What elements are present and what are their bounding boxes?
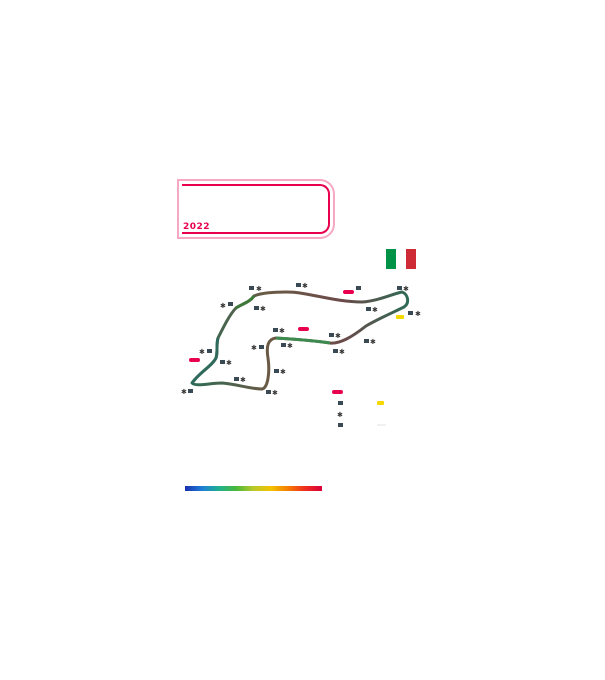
drs-zone-icon — [189, 358, 200, 362]
title-frame — [182, 184, 330, 234]
gear-icon: ✱ — [272, 389, 278, 397]
speed-trap-icon — [396, 315, 404, 319]
gear-icon: ✱ — [287, 342, 293, 350]
legend-speed-trap-icon — [377, 401, 384, 405]
corner-marker-icon — [234, 377, 239, 381]
corner-marker-icon — [274, 369, 279, 373]
corner-marker-icon — [397, 286, 402, 290]
legend-drs-icon — [332, 390, 343, 394]
track-sector-fast — [275, 336, 331, 345]
gear-icon: ✱ — [280, 368, 286, 376]
track-sector-fast — [190, 337, 220, 384]
corner-marker-icon — [249, 286, 254, 290]
flag-stripe-white — [396, 249, 406, 269]
gear-markers: ✱ ✱ ✱ ✱ ✱ ✱ ✱ ✱ ✱ ✱ ✱ ✱ ✱ ✱ ✱ ✱ ✱ ✱ ✱ — [181, 282, 421, 397]
legend-corner-icon — [338, 401, 343, 405]
gear-icon: ✱ — [403, 285, 409, 293]
corner-markers — [188, 283, 413, 394]
gear-icon: ✱ — [181, 388, 187, 396]
gear-icon: ✱ — [415, 310, 421, 318]
gear-icon: ✱ — [226, 359, 232, 367]
track-sector-medium — [235, 295, 256, 310]
corner-marker-icon — [207, 349, 212, 353]
gear-icon: ✱ — [302, 282, 308, 290]
gear-icon: ✱ — [251, 344, 257, 352]
corner-marker-icon — [281, 343, 286, 347]
corner-marker-icon — [228, 302, 233, 306]
drs-zones — [189, 290, 354, 362]
corner-marker-icon — [220, 360, 225, 364]
gear-icon: ✱ — [372, 306, 378, 314]
corner-marker-icon — [273, 328, 278, 332]
corner-marker-icon — [266, 390, 271, 394]
italy-flag — [386, 249, 416, 269]
speed-color-scale — [185, 486, 322, 491]
gear-icon: ✱ — [339, 348, 345, 356]
gear-icon: ✱ — [220, 302, 226, 310]
corner-marker-icon — [356, 286, 361, 290]
flag-stripe-green — [386, 249, 396, 269]
gear-icon: ✱ — [260, 305, 266, 313]
drs-zone-icon — [298, 327, 309, 331]
corner-marker-icon — [366, 307, 371, 311]
gear-icon: ✱ — [240, 376, 246, 384]
legend-gear-icon: ✱ — [337, 411, 343, 419]
legend-camera-icon — [338, 423, 343, 427]
corner-marker-icon — [259, 345, 264, 349]
corner-marker-icon — [188, 389, 193, 393]
corner-marker-icon — [408, 311, 413, 315]
corner-marker-icon — [329, 333, 334, 337]
gear-icon: ✱ — [199, 348, 205, 356]
gear-icon: ✱ — [279, 327, 285, 335]
corner-marker-icon — [364, 339, 369, 343]
corner-marker-icon — [333, 349, 338, 353]
gear-icon: ✱ — [256, 285, 262, 293]
legend: ✱ — [332, 390, 386, 427]
corner-marker-icon — [296, 283, 301, 287]
gear-icon: ✱ — [370, 338, 376, 346]
corner-marker-icon — [254, 306, 259, 310]
gear-icon: ✱ — [335, 332, 341, 340]
season-year: 2022 — [183, 222, 211, 232]
flag-stripe-red — [406, 249, 416, 269]
drs-zone-icon — [343, 290, 354, 294]
